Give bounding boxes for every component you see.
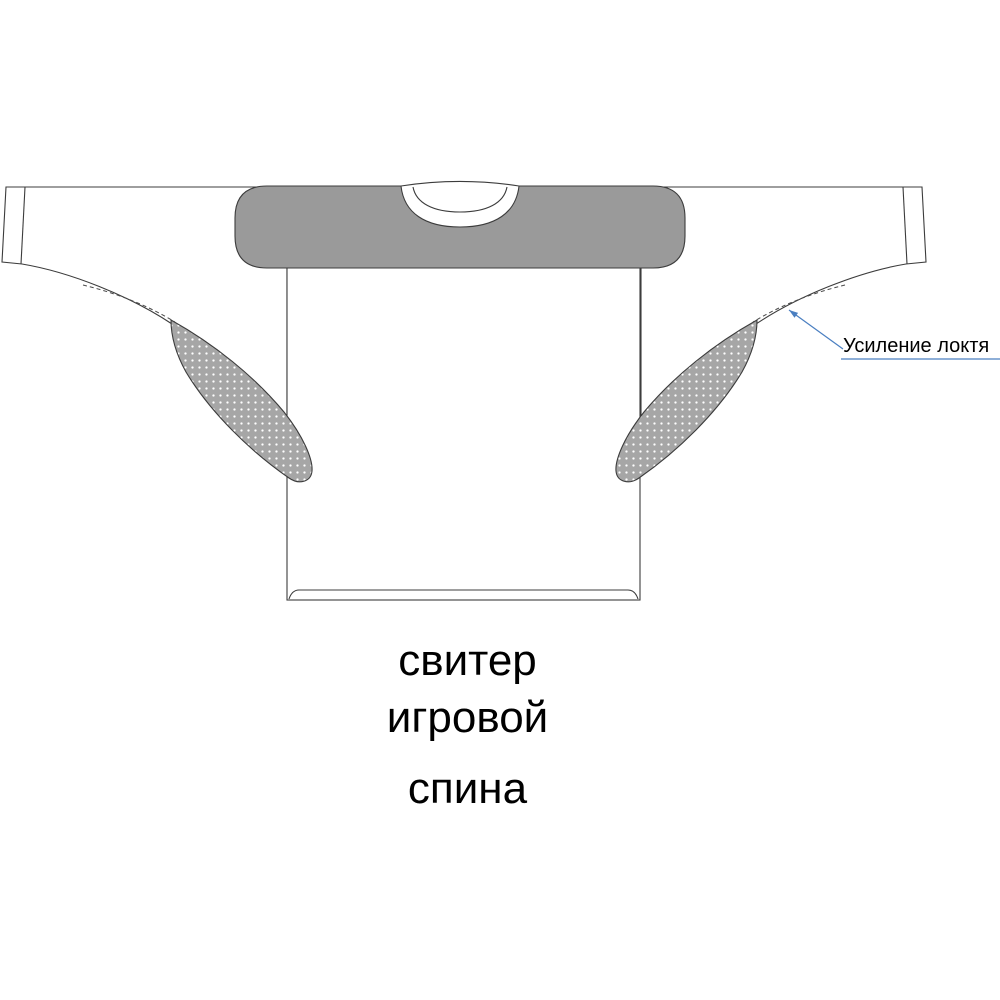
hem-seam bbox=[288, 589, 639, 600]
leader-line bbox=[788, 309, 844, 350]
title-line-type: игровой bbox=[386, 693, 549, 742]
right-cuff-seam bbox=[902, 186, 908, 265]
collar-seam bbox=[412, 186, 508, 213]
collar bbox=[400, 180, 520, 228]
right-elbow-seam-dashed bbox=[752, 284, 846, 323]
leader-arrowhead bbox=[789, 310, 799, 318]
title-line-view: спина bbox=[407, 764, 528, 813]
drawing-title: свитер игровой спина bbox=[270, 632, 665, 817]
left-cuff-seam bbox=[20, 186, 26, 265]
elbow-annotation-label: Усиление локтя bbox=[843, 335, 990, 357]
left-elbow-patch bbox=[170, 319, 313, 483]
title-line-garment: свитер bbox=[398, 636, 537, 685]
left-elbow-seam-dashed bbox=[82, 284, 176, 323]
right-elbow-patch bbox=[615, 319, 758, 483]
